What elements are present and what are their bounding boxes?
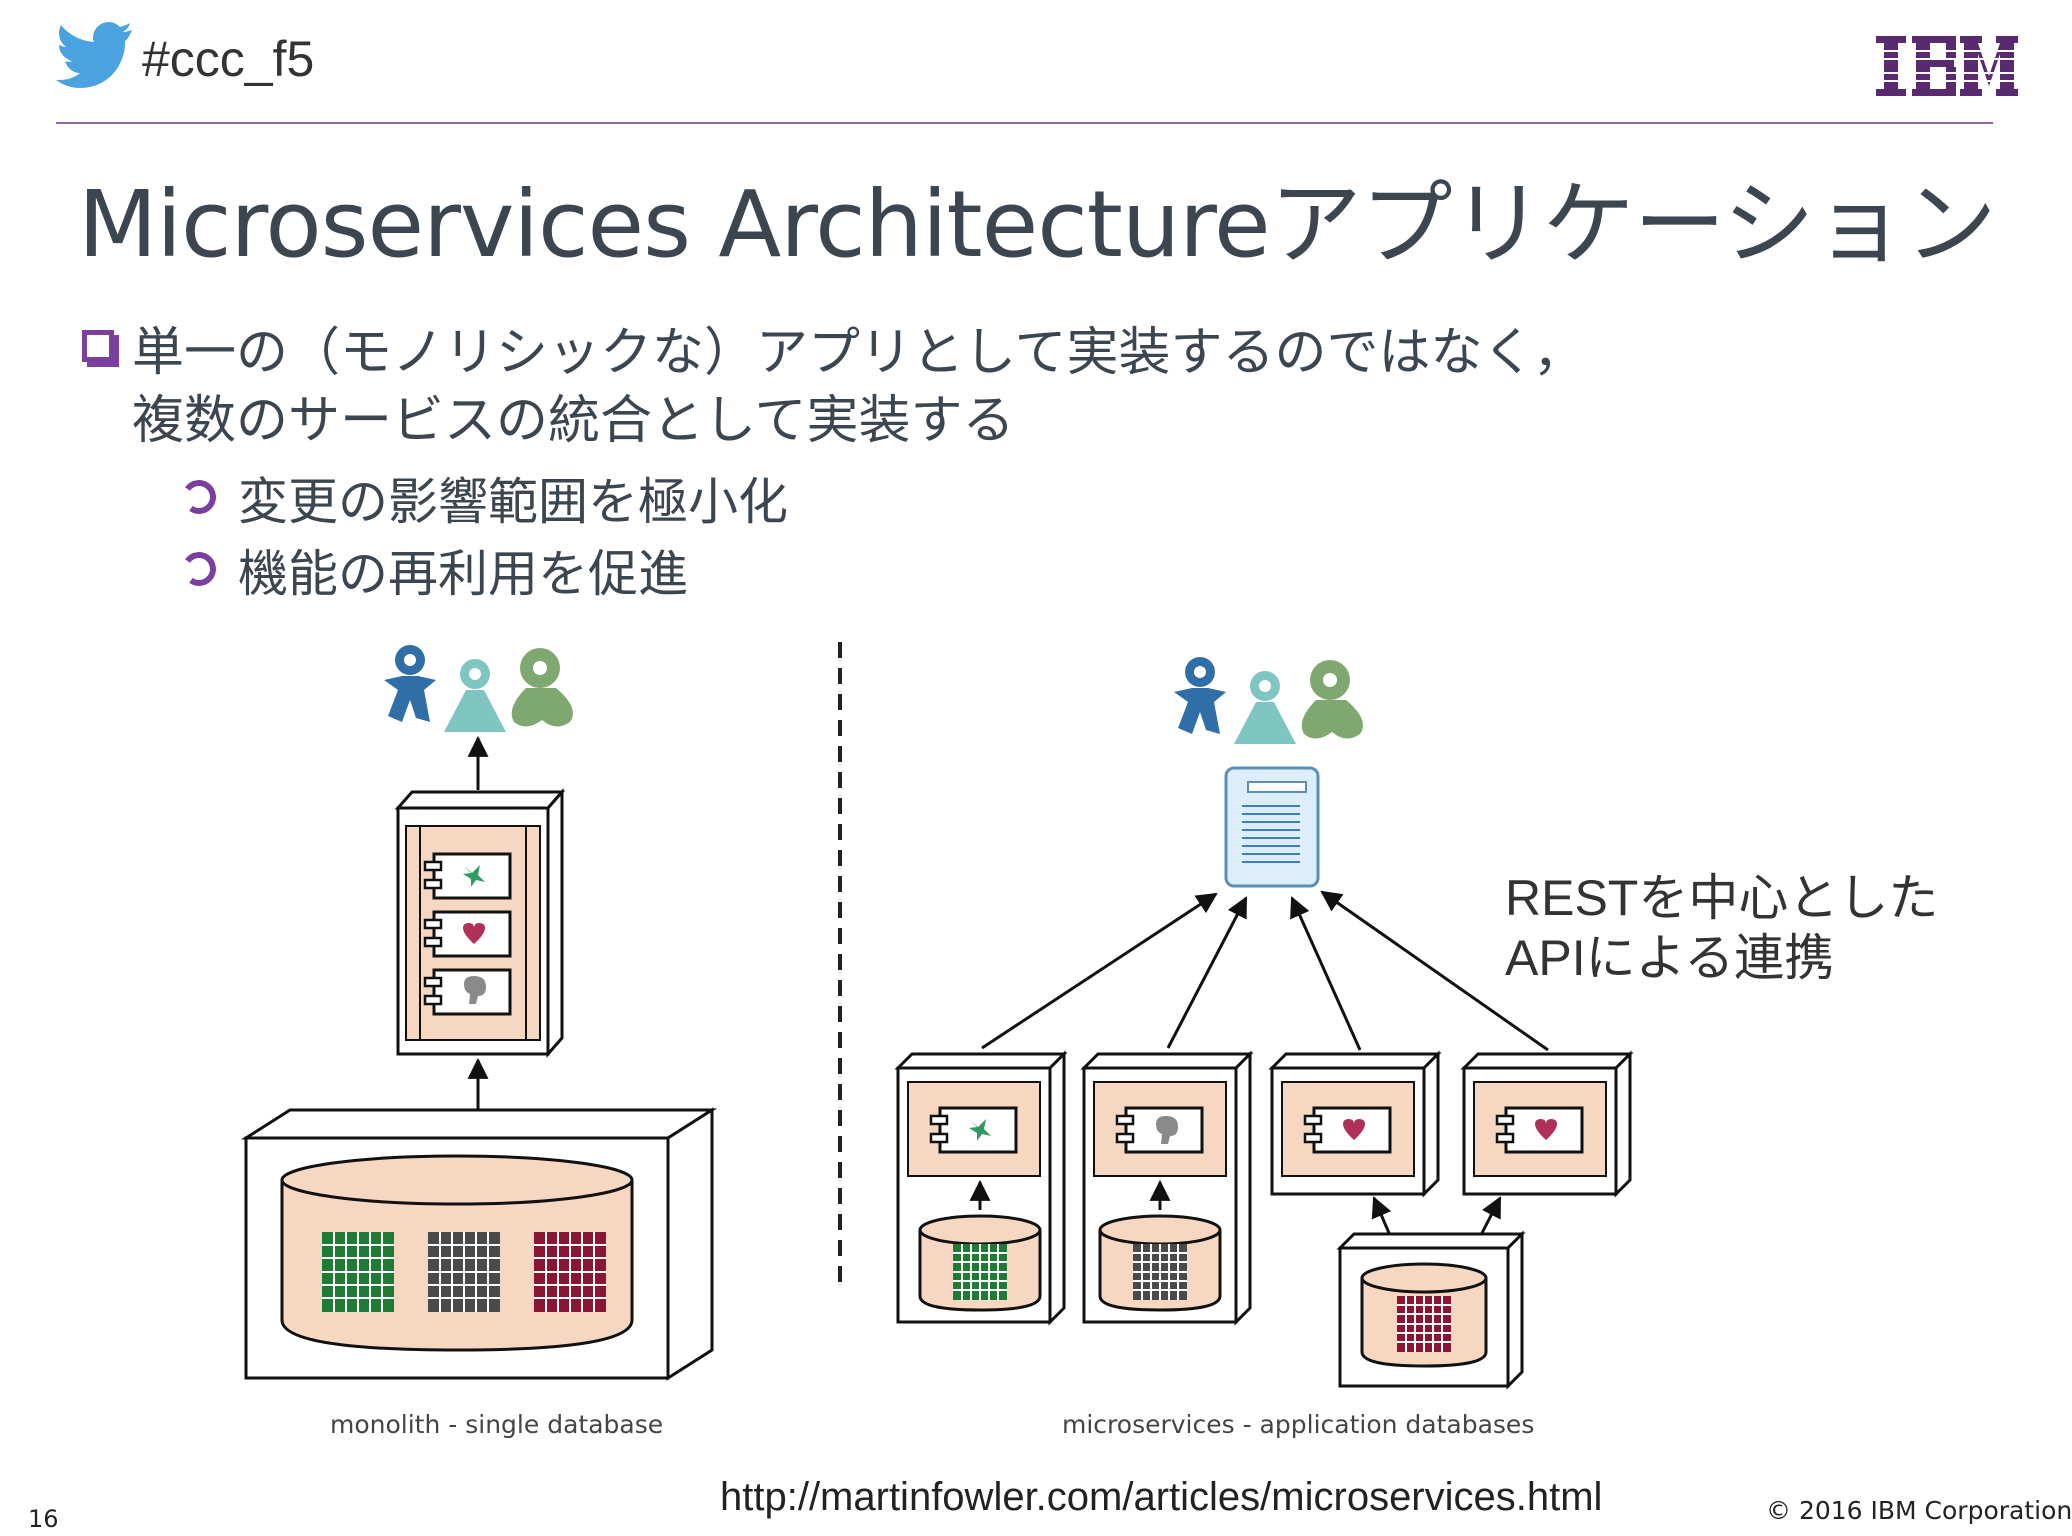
hashtag-text: #ccc_f5 [142, 31, 315, 87]
monolith-app-box [394, 788, 566, 1058]
slide-title: Microservices Architectureアプリケーション [78, 171, 1997, 278]
monolith-database-box [240, 1107, 718, 1381]
page-number: 16 [28, 1505, 59, 1533]
service-box-1 [894, 1050, 1068, 1326]
header-divider [56, 122, 1993, 124]
rest-api-note: RESTを中心とした APIによる連携 [1505, 868, 1938, 988]
service-box-2 [1080, 1050, 1254, 1326]
bullet-line-2: 複数のサービスの統合として実装する [132, 391, 1015, 451]
service-box-3 [1268, 1050, 1442, 1198]
source-url: http://martinfowler.com/articles/microse… [720, 1475, 1603, 1519]
rest-note-line-2: APIによる連携 [1505, 930, 1835, 986]
api-gateway-document-icon [1224, 766, 1320, 888]
service-box-4 [1460, 1050, 1634, 1198]
users-icon [1174, 657, 1363, 744]
rest-note-line-1: RESTを中心とした [1505, 870, 1939, 926]
sub-bullet-1: 変更の影響範囲を極小化 [238, 473, 788, 531]
microservices-caption: microservices - application databases [1062, 1410, 1535, 1439]
bullet-line-1: 単一の（モノリシックな）アプリとして実装するのではなく， [132, 323, 1585, 383]
ibm-logo [1876, 36, 2018, 96]
shared-database-box [1336, 1230, 1526, 1390]
sub-bullet-2: 機能の再利用を促進 [238, 545, 688, 603]
checkbox-bullet-icon [82, 330, 119, 367]
twitter-bird-icon [56, 22, 132, 88]
monolith-caption: monolith - single database [330, 1410, 664, 1439]
copyright-text: © 2016 IBM Corporation [1766, 1496, 2072, 1525]
users-icon [384, 645, 573, 732]
